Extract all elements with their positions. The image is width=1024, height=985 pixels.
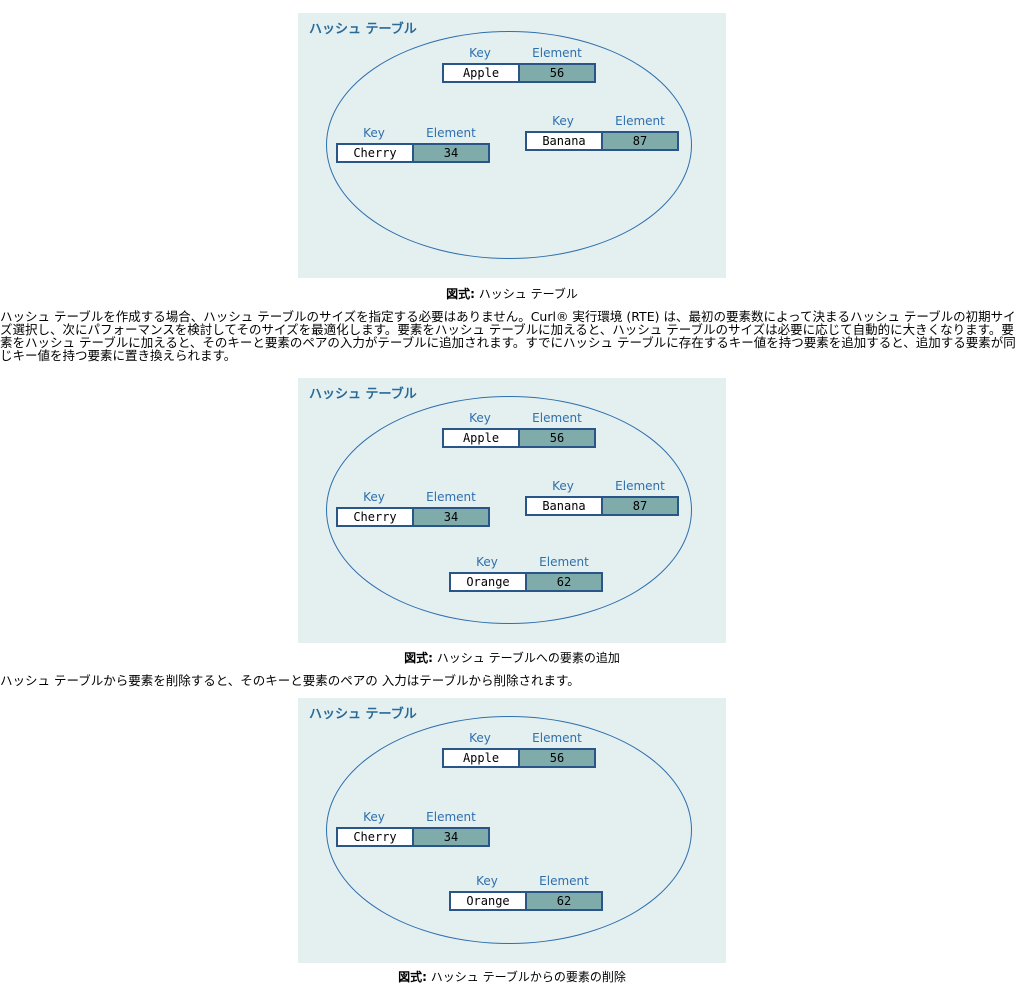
hash-table-ellipse [326, 716, 692, 944]
key-cell: Apple [442, 428, 520, 448]
element-header: Element [532, 731, 582, 745]
figure-hash-table-add: ハッシュ テーブル Key Element Apple 56 Key Eleme… [298, 378, 726, 643]
element-cell: 56 [518, 63, 596, 83]
key-cell: Apple [442, 748, 520, 768]
figure-hash-table-remove: ハッシュ テーブル Key Element Apple 56 Key Eleme… [298, 698, 726, 963]
key-cell: Apple [442, 63, 520, 83]
key-header: Key [476, 874, 498, 888]
caption-label: 図式: [404, 651, 433, 665]
key-header: Key [363, 810, 385, 824]
entry-banana: Key Element Banana 87 [525, 479, 679, 519]
caption-label: 図式: [398, 970, 427, 984]
key-cell: Orange [449, 572, 527, 592]
key-header: Key [552, 114, 574, 128]
figure-title: ハッシュ テーブル [309, 387, 417, 402]
element-header: Element [615, 114, 665, 128]
element-cell: 34 [412, 827, 490, 847]
key-header: Key [469, 46, 491, 60]
element-header: Element [532, 46, 582, 60]
key-cell: Cherry [336, 507, 414, 527]
element-cell: 56 [518, 748, 596, 768]
entry-cherry: Key Element Cherry 34 [336, 126, 490, 166]
body-paragraph: ハッシュ テーブルから要素を削除すると、そのキーと要素のペアの 入力はテーブルか… [0, 673, 580, 688]
caption-text: ハッシュ テーブル [478, 287, 578, 301]
key-header: Key [363, 126, 385, 140]
caption-text: ハッシュ テーブルからの要素の削除 [430, 970, 626, 984]
caption-label: 図式: [446, 287, 475, 301]
figure-caption: 図式: ハッシュ テーブル [0, 286, 1024, 302]
hash-table-ellipse [326, 396, 692, 624]
figure-caption: 図式: ハッシュ テーブルへの要素の追加 [0, 650, 1024, 666]
element-cell: 62 [525, 891, 603, 911]
entry-banana: Key Element Banana 87 [525, 114, 679, 154]
key-header: Key [469, 411, 491, 425]
entry-apple: Key Element Apple 56 [442, 411, 596, 451]
element-cell: 87 [601, 496, 679, 516]
key-cell: Cherry [336, 827, 414, 847]
element-cell: 87 [601, 131, 679, 151]
element-header: Element [615, 479, 665, 493]
element-cell: 34 [412, 507, 490, 527]
entry-cherry: Key Element Cherry 34 [336, 810, 490, 850]
entry-orange: Key Element Orange 62 [449, 555, 603, 595]
key-cell: Orange [449, 891, 527, 911]
entry-apple: Key Element Apple 56 [442, 731, 596, 771]
hash-table-ellipse [326, 31, 692, 259]
body-paragraph: ハッシュ テーブルを作成する場合、ハッシュ テーブルのサイズを指定する必要はあり… [0, 309, 1016, 363]
figure-caption: 図式: ハッシュ テーブルからの要素の削除 [0, 969, 1024, 985]
entry-apple: Key Element Apple 56 [442, 46, 596, 86]
entry-orange: Key Element Orange 62 [449, 874, 603, 914]
element-header: Element [539, 874, 589, 888]
figure-title: ハッシュ テーブル [309, 22, 417, 37]
element-header: Element [532, 411, 582, 425]
element-cell: 62 [525, 572, 603, 592]
element-cell: 56 [518, 428, 596, 448]
key-cell: Banana [525, 496, 603, 516]
element-header: Element [426, 490, 476, 504]
element-header: Element [426, 810, 476, 824]
element-header: Element [426, 126, 476, 140]
caption-text: ハッシュ テーブルへの要素の追加 [436, 651, 620, 665]
figure-title: ハッシュ テーブル [309, 707, 417, 722]
figure-hash-table: ハッシュ テーブル Key Element Apple 56 Key Eleme… [298, 13, 726, 278]
key-header: Key [469, 731, 491, 745]
key-cell: Cherry [336, 143, 414, 163]
key-header: Key [552, 479, 574, 493]
key-header: Key [363, 490, 385, 504]
element-cell: 34 [412, 143, 490, 163]
element-header: Element [539, 555, 589, 569]
entry-cherry: Key Element Cherry 34 [336, 490, 490, 530]
key-cell: Banana [525, 131, 603, 151]
key-header: Key [476, 555, 498, 569]
